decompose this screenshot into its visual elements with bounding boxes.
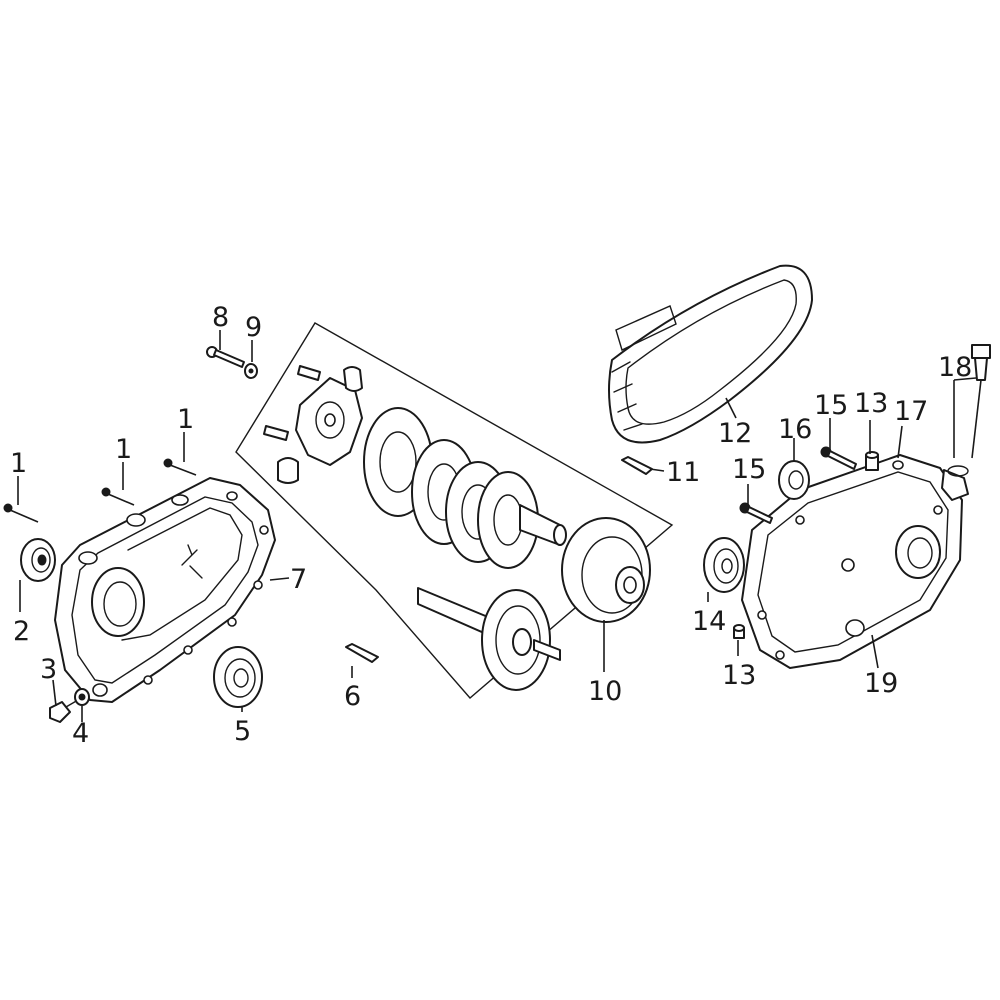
callout-1-b: 1 [115, 434, 132, 465]
callout-16: 16 [778, 414, 812, 445]
bolt-part-8 [206, 346, 245, 368]
washer-part-4 [74, 688, 90, 706]
callout-18: 18 [938, 352, 972, 383]
right-case-cover [741, 454, 969, 669]
callout-12: 12 [718, 418, 752, 449]
clutch-hub-shaft [519, 504, 567, 546]
key-part-11 [621, 456, 653, 475]
callout-4: 4 [72, 718, 89, 749]
callout-5: 5 [234, 716, 251, 747]
bearing-part-5 [213, 646, 263, 708]
key-part-6 [345, 643, 379, 663]
callout-9: 9 [245, 312, 262, 343]
clutch-springs [263, 365, 363, 484]
bearing-part-14 [703, 537, 745, 593]
callout-3: 3 [40, 654, 57, 685]
left-case-cover [54, 477, 276, 703]
callout-7: 7 [290, 564, 307, 595]
oil-seal-part-16 [778, 460, 810, 500]
callout-15-b: 15 [732, 454, 766, 485]
bolt-part-1-c [163, 458, 197, 476]
callout-17: 17 [894, 396, 928, 427]
callout-labels: 1 1 1 2 3 4 5 6 7 8 9 10 11 12 13 13 14 … [10, 302, 972, 749]
dowel-pin-part-13-b [733, 624, 745, 639]
bearing-part-2 [20, 538, 56, 582]
bolt-part-1-b [101, 487, 135, 506]
callout-8: 8 [212, 302, 229, 333]
bolt-part-1-a [3, 503, 39, 523]
output-shaft-sprocket [417, 587, 561, 691]
callout-10: 10 [588, 676, 622, 707]
bolt-part-15-b [739, 502, 773, 524]
callout-11: 11 [666, 457, 700, 488]
callout-19: 19 [864, 668, 898, 699]
clutch-friction-discs [363, 407, 539, 569]
clutch-shoe-plate [295, 377, 363, 466]
callout-2: 2 [13, 616, 30, 647]
dowel-pin-part-13-a [865, 451, 879, 471]
callout-14: 14 [692, 606, 726, 637]
drive-chain-part-12 [608, 264, 813, 444]
leader-lines [17, 330, 977, 722]
callout-15-a: 15 [814, 390, 848, 421]
callout-1-a: 1 [10, 448, 27, 479]
clutch-drum [561, 517, 651, 623]
bolt-part-15-a [820, 446, 857, 470]
callout-13-b: 13 [722, 660, 756, 691]
callout-1-c: 1 [177, 404, 194, 435]
callout-13-a: 13 [854, 388, 888, 419]
clutch-assembly-group-outline [235, 322, 674, 699]
washer-part-9 [244, 363, 258, 379]
callout-6: 6 [344, 681, 361, 712]
dipstick-part-18 [947, 344, 991, 477]
